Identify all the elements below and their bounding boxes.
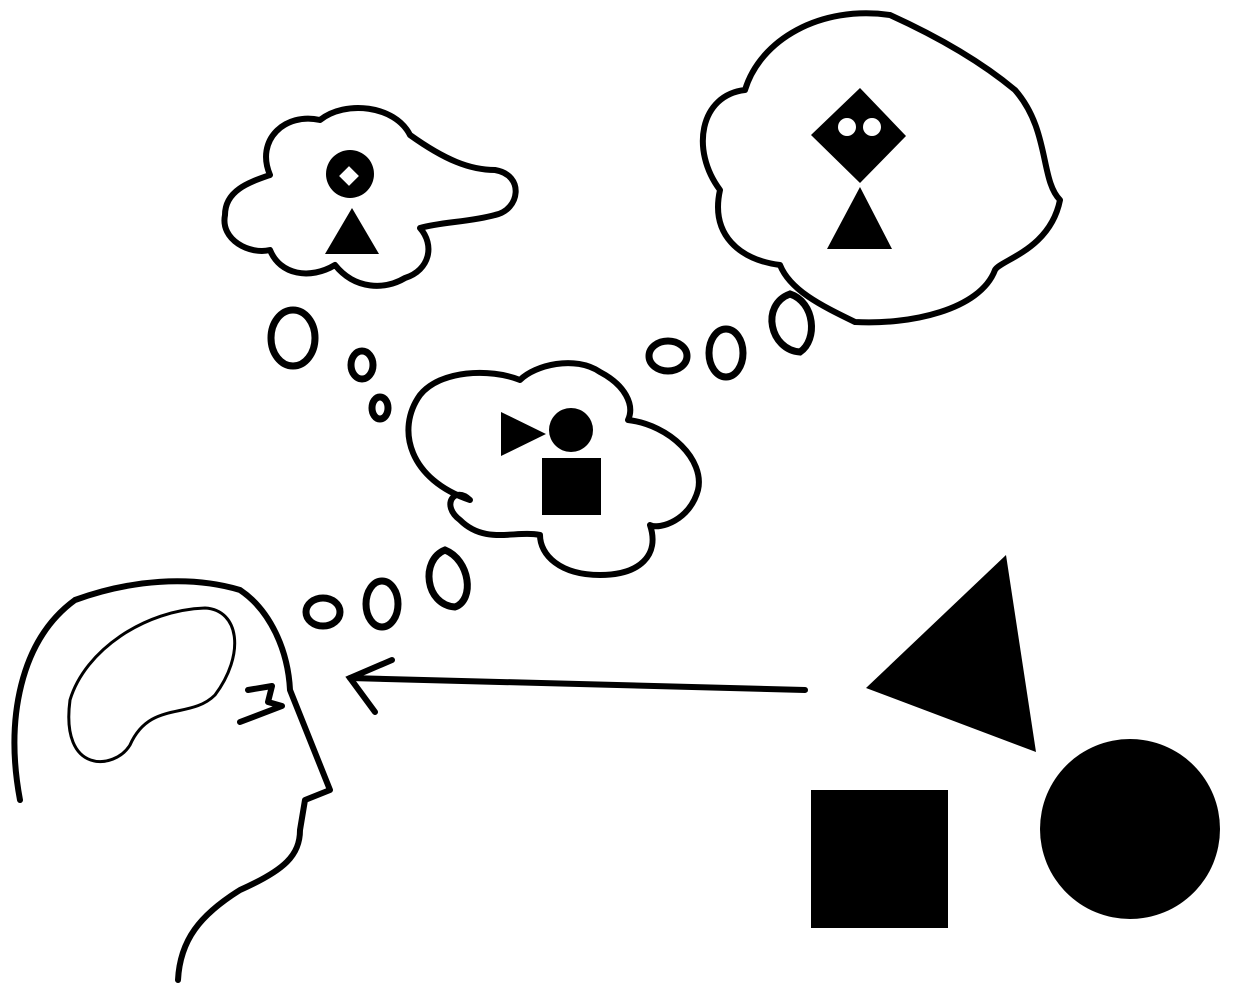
- left-eye: [838, 118, 856, 136]
- thought-circle: [549, 408, 593, 452]
- real-square: [811, 790, 948, 928]
- real-circle: [1040, 739, 1220, 919]
- right-eye: [863, 118, 881, 136]
- thought-square: [542, 458, 601, 515]
